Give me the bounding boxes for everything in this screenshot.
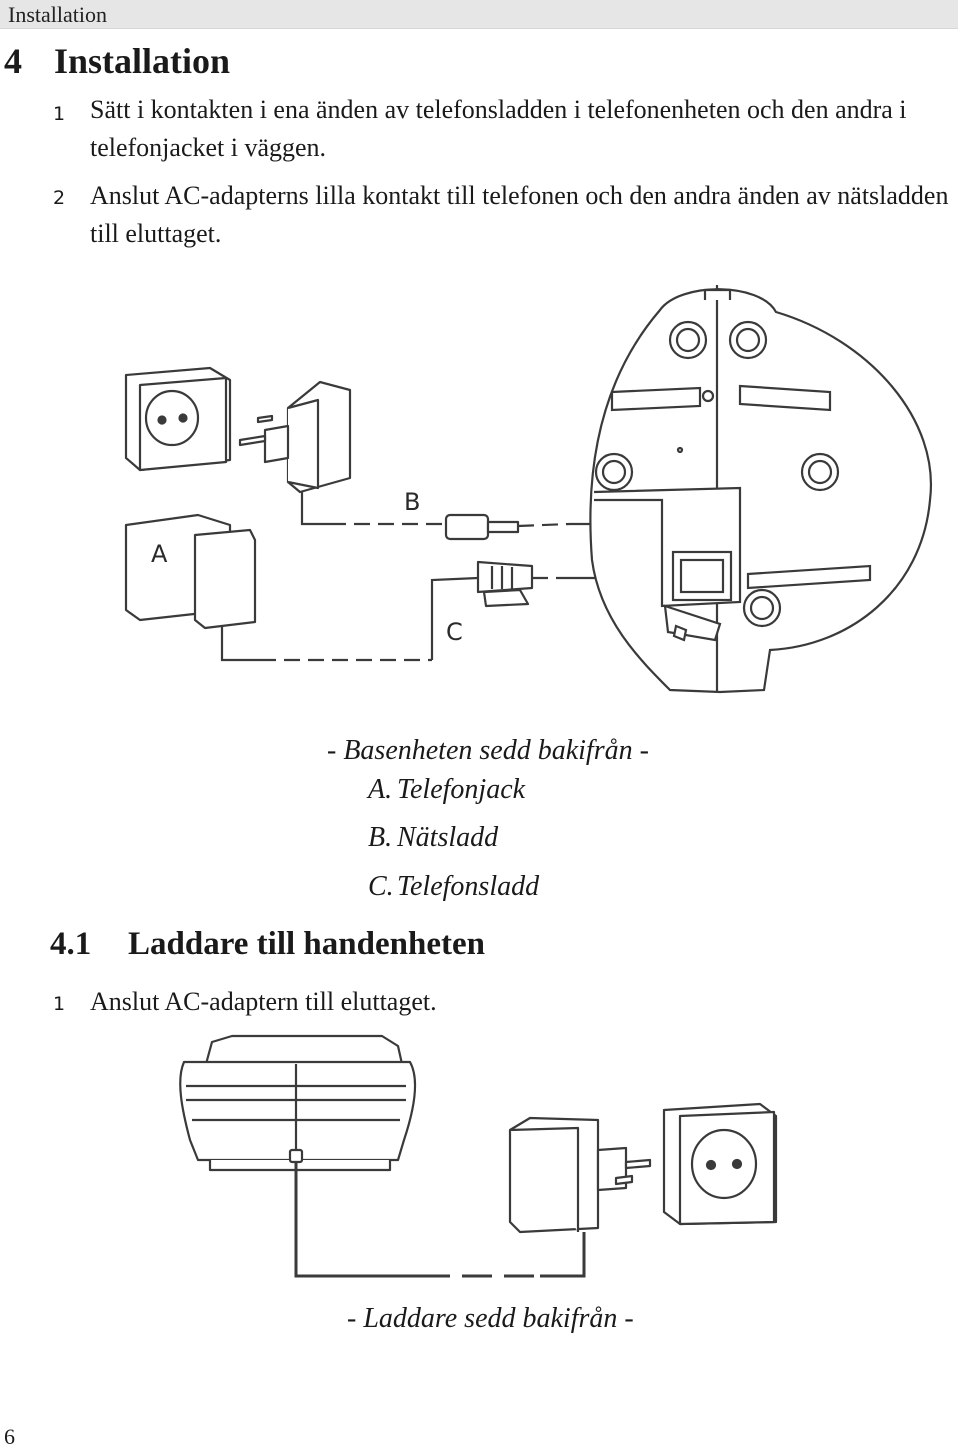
charger-icon: [179, 1034, 417, 1172]
section-title: Installation: [54, 41, 231, 81]
step-number: 2: [53, 187, 66, 209]
wall-socket-icon: [662, 1102, 778, 1226]
power-adapter-icon: [508, 1116, 652, 1234]
figure-caption: - Basenheten sedd bakifrån -: [327, 735, 649, 766]
telephone-jack-icon: [124, 513, 257, 630]
power-adapter-icon: [238, 380, 352, 494]
rj11-plug-icon: [476, 560, 534, 608]
legend-key: B.: [368, 822, 393, 853]
subsection-number: 4.1: [50, 926, 92, 962]
base-unit-connection-diagram: B A C: [124, 285, 933, 694]
step-text: Anslut AC-adapterns lilla kontakt till t…: [90, 181, 949, 248]
charger-connection-diagram: [179, 1034, 778, 1278]
figure-caption: - Laddare sedd bakifrån -: [347, 1303, 634, 1334]
label-a: A: [151, 540, 168, 568]
running-header: Installation: [0, 0, 958, 29]
legend-text: Telefonsladd: [397, 871, 540, 902]
step-number: 1: [53, 993, 66, 1015]
step-text: Sätt i kontakten i ena änden av telefons…: [90, 95, 907, 162]
base-unit-rear-icon: [589, 285, 933, 694]
legend-key: A.: [368, 774, 393, 805]
legend-key: C.: [368, 871, 394, 902]
dc-plug-icon: [444, 513, 520, 541]
label-c: C: [446, 618, 463, 646]
legend-text: Telefonjack: [397, 774, 526, 805]
running-header-title: Installation: [8, 2, 107, 27]
subsection-title: Laddare till handenheten: [128, 926, 485, 962]
step-number: 1: [53, 103, 66, 125]
section-number: 4: [4, 41, 22, 81]
step-text: Anslut AC-adaptern till eluttaget.: [90, 987, 437, 1016]
legend-text: Nätsladd: [397, 822, 499, 853]
wall-socket-icon: [124, 366, 232, 472]
label-b: B: [404, 488, 420, 516]
page-number: 6: [4, 1424, 15, 1449]
